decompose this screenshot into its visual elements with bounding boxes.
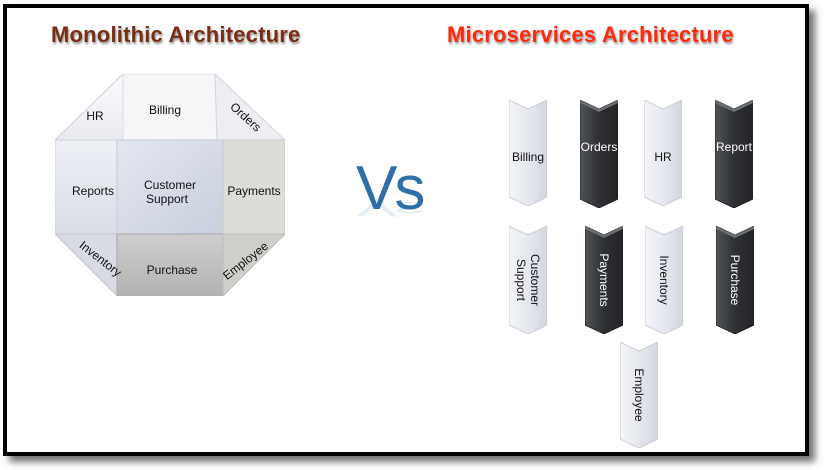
octa-label-payments: Payments — [227, 184, 280, 198]
service-label: Payments — [597, 253, 611, 306]
octa-label-hr: HR — [86, 109, 104, 123]
octa-label-customer-support-1: Customer — [144, 178, 196, 192]
service-label-line: Payments — [597, 253, 611, 307]
service-label-line: Customer — [528, 253, 542, 307]
octa-label-billing: Billing — [149, 103, 181, 117]
monolithic-title: Monolithic Architecture — [51, 22, 301, 47]
service-arrow-cap — [585, 226, 623, 238]
service-label-line: Purchase — [728, 254, 742, 306]
service-purchase: Purchase — [715, 225, 755, 335]
service-arrow-shape — [715, 225, 755, 335]
service-label-line: Employee — [632, 368, 646, 422]
octa-label-reports: Reports — [72, 184, 114, 198]
service-arrow-shape — [584, 225, 624, 335]
octa-mid-left — [55, 139, 118, 235]
service-arrow-cap — [716, 226, 754, 238]
monolith-octagon: HR Billing Orders Reports Customer Suppo… — [55, 74, 285, 296]
service-billing: Billing — [508, 99, 548, 207]
service-inventory: Inventory — [644, 225, 684, 335]
service-label: Employee — [632, 368, 646, 421]
service-arrow-shape — [714, 99, 754, 209]
service-report: Report — [714, 99, 754, 209]
service-label: Report — [715, 140, 753, 154]
octa-bottom-right — [222, 233, 285, 296]
service-label: Billing — [511, 150, 544, 164]
service-arrow-cap — [580, 100, 618, 112]
octa-label-purchase: Purchase — [147, 263, 198, 277]
octa-bottom-center — [116, 233, 224, 296]
octa-mid-center — [116, 139, 224, 235]
service-label: HR — [654, 150, 672, 164]
service-employee: Employee — [619, 341, 659, 449]
service-label: Inventory — [657, 255, 671, 304]
octa-mid-right — [222, 139, 285, 235]
service-label: Orders — [580, 140, 618, 154]
service-payments: Payments — [584, 225, 624, 335]
service-arrow-cap — [715, 100, 753, 112]
slide: Monolithic Architecture Microservices Ar… — [3, 4, 809, 456]
service-orders: Orders — [579, 99, 619, 209]
service-hr: HR — [643, 99, 683, 207]
vs-text: Vs — [356, 154, 425, 223]
service-label-line: Inventory — [657, 255, 671, 305]
service-arrow-shape — [579, 99, 619, 209]
microservices-title: Microservices Architecture — [447, 22, 734, 47]
service-label: Purchase — [728, 255, 742, 306]
service-label-line: Support — [514, 258, 528, 302]
vs-reflection: Vs — [356, 197, 423, 222]
octa-label-customer-support-2: Support — [146, 192, 189, 206]
service-arrow-polygon — [579, 99, 619, 209]
service-arrow-polygon — [714, 99, 754, 209]
